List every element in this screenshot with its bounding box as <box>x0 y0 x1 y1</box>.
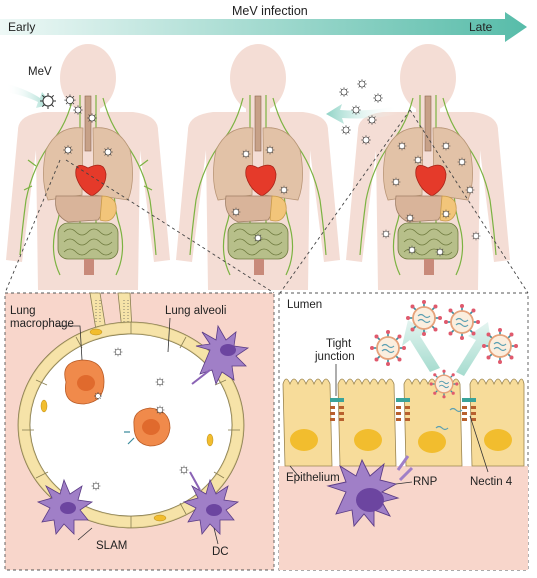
slam-label: SLAM <box>96 540 128 552</box>
dendritic-cell-lower-left <box>36 478 94 535</box>
dendritic-cell-lower-right <box>182 471 240 535</box>
zoom-lines <box>4 109 529 294</box>
macrophage-second <box>124 407 171 447</box>
human-figure-early <box>6 44 170 290</box>
nectin4-label: Nectin 4 <box>470 476 513 488</box>
release-arrows <box>402 320 492 376</box>
intestines <box>57 222 119 275</box>
lung-macrophage <box>64 359 105 405</box>
human-figure-mid <box>176 44 340 290</box>
trachea <box>424 95 432 152</box>
tight-junction-label-2: junction <box>315 351 355 363</box>
nectin4-adhesions <box>330 406 476 421</box>
mev-label: MeV <box>28 66 52 78</box>
lung-alveoli-label: Lung alveoli <box>165 305 227 317</box>
virion-icon <box>39 92 57 110</box>
trachea <box>84 95 92 152</box>
budding-virion <box>428 368 460 400</box>
dc-label: DC <box>212 546 229 558</box>
epithelium-label: Epithelium <box>286 472 340 484</box>
panel-leader-lines <box>56 317 219 545</box>
timeline-start-label: Early <box>8 20 36 34</box>
liver-stomach <box>395 195 457 223</box>
human-figure-late <box>346 44 510 290</box>
trachea <box>254 95 262 152</box>
lung-macrophage-label-1: Lung <box>10 305 36 317</box>
inhalation-arrow <box>6 84 52 108</box>
timeline-title: MeV infection <box>232 4 308 18</box>
dendritic-cell-upper <box>191 324 250 386</box>
dendritic-cell-submucosa <box>326 455 414 528</box>
lung-macrophage-label-2: macrophage <box>10 318 74 330</box>
exhalation-arrow <box>326 104 398 124</box>
epithelial-cells <box>282 378 525 467</box>
panel-leader-lines <box>289 364 489 485</box>
timeline-arrow <box>0 12 527 42</box>
epithelium-panel <box>278 292 529 571</box>
rnp-label: RNP <box>413 476 438 488</box>
liver-stomach <box>55 195 117 223</box>
lumen-label: Lumen <box>287 299 323 311</box>
liver-stomach <box>225 195 287 223</box>
tight-junction-label-1: Tight <box>326 338 352 350</box>
bronchiole <box>89 292 133 331</box>
lung-alveoli-panel <box>4 292 275 571</box>
tight-junctions <box>330 398 476 402</box>
timeline-end-label: Late <box>469 20 493 34</box>
